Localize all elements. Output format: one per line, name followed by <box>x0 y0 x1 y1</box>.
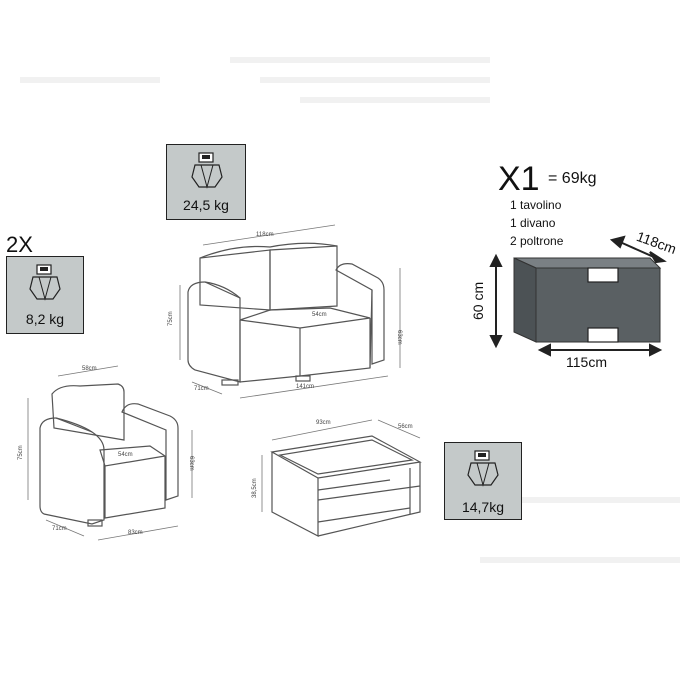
armchair-drawing <box>39 383 179 527</box>
package-handle-top <box>587 267 619 283</box>
armchair-quantity-label: 2X <box>6 232 33 257</box>
table-depth-dim: 56cm <box>398 424 413 430</box>
sofa-dimension-lines <box>179 224 401 399</box>
sofa-weight-box: 24,5 kg <box>166 144 246 220</box>
package-content-item: 2 poltrone <box>510 234 564 248</box>
sofa-drawing <box>187 242 385 386</box>
package-dimension-arrows <box>489 235 667 357</box>
sofa-width-dim: 118cm <box>256 232 274 238</box>
package-content-item: 1 divano <box>510 216 556 230</box>
table-dimension-lines <box>261 419 421 512</box>
armchair-weight-value: 8,2 kg <box>25 311 65 327</box>
table-height-dim: 38,5cm <box>252 478 258 498</box>
chair-width-dim: 83cm <box>128 530 143 536</box>
armchair-weight-box: 8,2 kg <box>6 256 84 334</box>
table-width-dim: 93cm <box>316 420 331 426</box>
sofa-weight-value: 24,5 kg <box>183 197 229 213</box>
chair-height-dim: 75cm <box>18 445 24 460</box>
weight-icon <box>29 264 61 301</box>
package-height-label: 60 cm <box>470 281 486 320</box>
armchair-dimension-lines <box>27 365 193 541</box>
chair-height-right-dim: 63cm <box>188 456 194 471</box>
weight-icon <box>191 152 223 189</box>
package-handle-bottom <box>587 327 619 343</box>
chair-top-dim: 58cm <box>82 366 97 372</box>
chair-seat-dim: 54cm <box>118 452 133 458</box>
package-content-item: 1 tavolino <box>510 198 562 212</box>
table-drawing <box>270 435 422 537</box>
package-length-label: 115cm <box>566 354 607 370</box>
sofa-seat-dim: 54cm <box>312 312 327 318</box>
sofa-height-dim: 75cm <box>168 311 174 326</box>
package-total-weight: = 69kg <box>548 170 597 187</box>
package-count: X1 <box>498 160 540 198</box>
package-box-drawing <box>513 257 662 343</box>
sofa-length-dim: 141cm <box>296 384 315 390</box>
sofa-depth-dim: 71cm <box>194 386 209 392</box>
table-weight-value: 14,7kg <box>461 499 505 515</box>
chair-depth-dim: 71cm <box>52 526 67 532</box>
weight-icon <box>467 450 499 487</box>
table-weight-box: 14,7kg <box>444 442 522 520</box>
sofa-height-right-dim: 63cm <box>396 330 402 345</box>
